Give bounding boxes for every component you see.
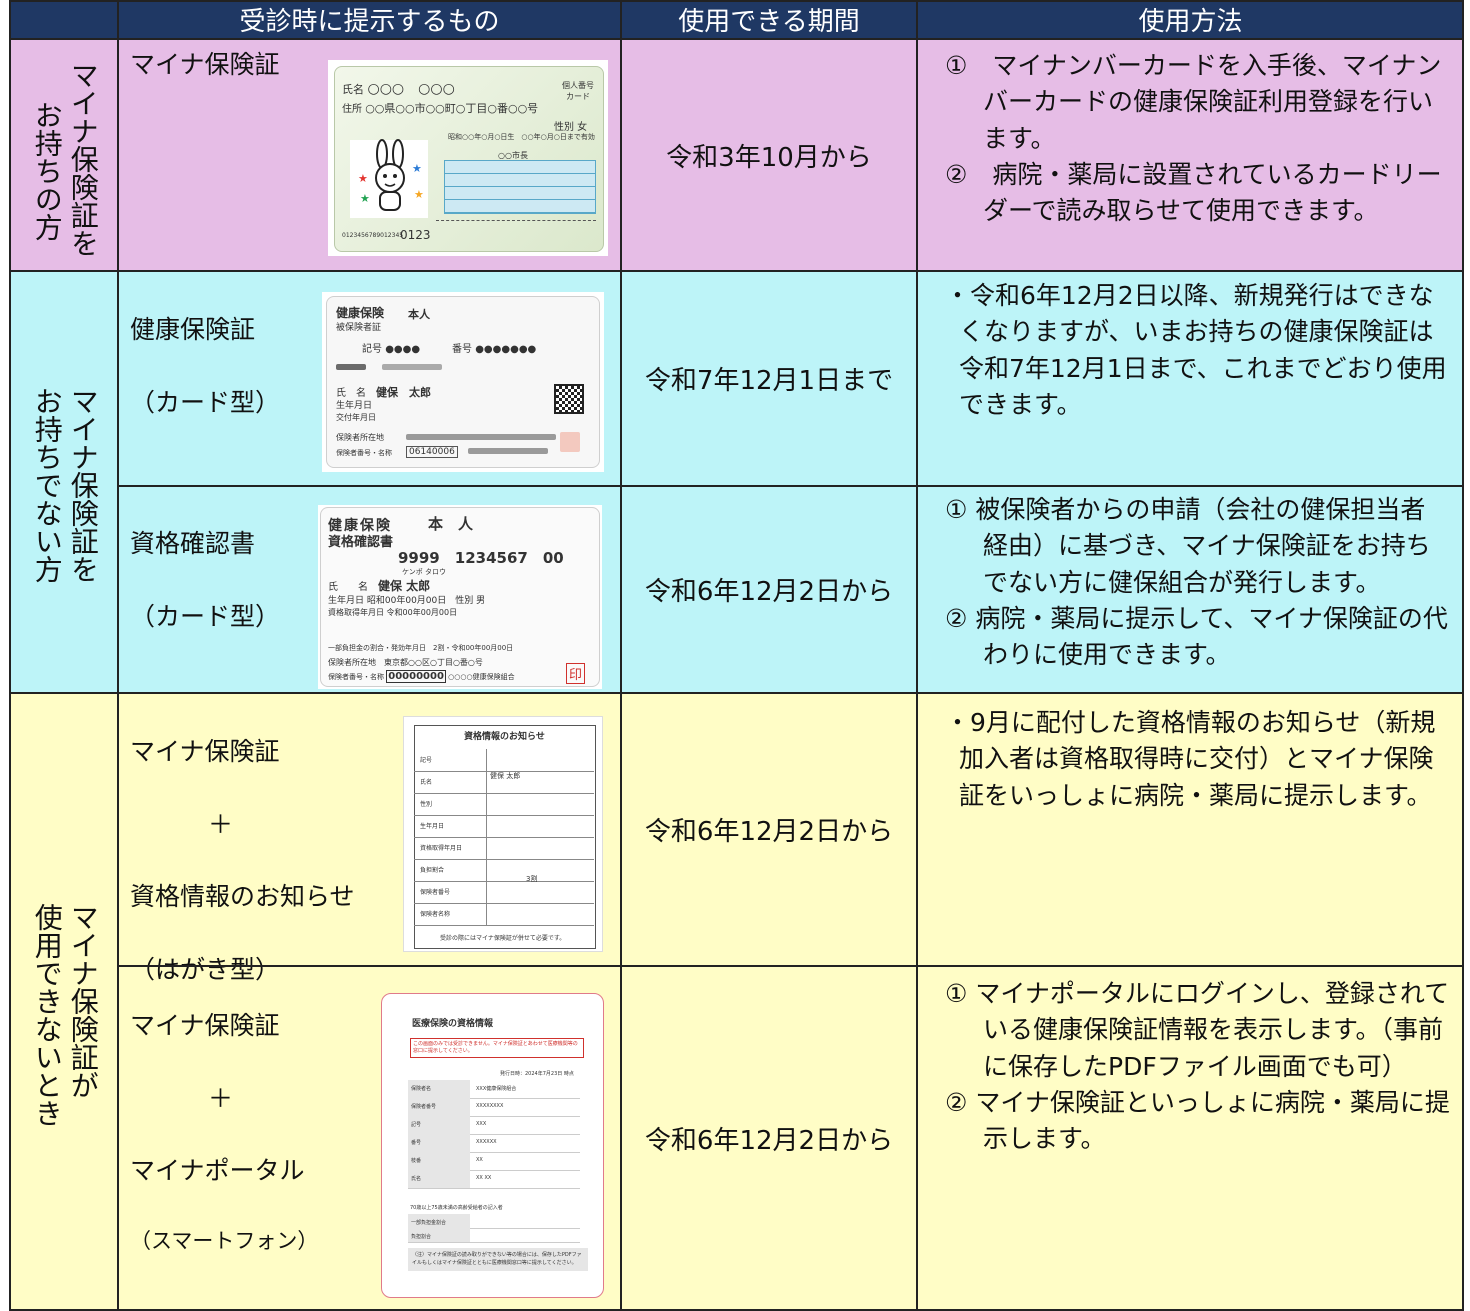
portal-field-row: 氏名 XX XX — [408, 1170, 580, 1189]
hagaki-notice-image: 資格情報のお知らせ 記号氏名性別生年月日資格取得年月日負担割合保険者番号保険者名… — [403, 716, 603, 952]
portal-field-value: XXX — [476, 1121, 487, 1127]
item-label-hagaki: マイナ保険証 ＋ 資格情報のお知らせ （はがき型） — [130, 737, 355, 984]
hagaki-field-label: 性別 — [420, 801, 433, 808]
group-label-no-myna: マイナ保険証を お持ちでない方 — [30, 387, 100, 583]
mascot-rabbit-icon: ★ ★ ★ ★ — [358, 139, 424, 211]
portal-field-label: 番号 — [408, 1134, 470, 1152]
period-r1: 令和3年10月から — [666, 142, 872, 173]
group-label-cannot-use: マイナ保険証が 使用できないとき — [30, 903, 100, 1127]
qr-code-icon — [554, 384, 584, 414]
svg-text:★: ★ — [414, 188, 424, 201]
mynumber-card-image: 氏名 ○○○ ○○○ 住所 ○○県○○市○○町○丁目○番○○号 個人番号カード … — [328, 60, 608, 256]
hagaki-field-label: 負担割合 — [420, 867, 445, 874]
header-col-period: 使用できる期間 — [621, 0, 917, 39]
portal-field-value: XXX健康保険組合 — [476, 1086, 517, 1092]
portal-field-label: 氏名 — [408, 1170, 470, 1188]
header-col-item: 受診時に提示するもの — [118, 0, 621, 39]
hagaki-field-row: 氏名 — [414, 771, 594, 794]
hagaki-field-label: 氏名 — [420, 779, 433, 786]
portal-field-row: 保険者番号 XXXXXXXX — [408, 1098, 580, 1117]
portal-field-label: 枝番 — [408, 1152, 470, 1170]
hagaki-field-row: 性別 — [414, 793, 594, 816]
mynaportal-screen-image: 医療保険の資格情報 この画面のみでは受診できません。マイナ保険証とあわせて医療機… — [381, 993, 604, 1298]
hagaki-field-row: 負担割合 — [414, 859, 594, 882]
stamp-mark: 印 — [566, 663, 586, 684]
portal-field-label: 保険者番号 — [408, 1098, 470, 1116]
portal-field-label: 記号 — [408, 1116, 470, 1134]
hagaki-field-row: 保険者番号 — [414, 881, 594, 904]
hagaki-field-label: 生年月日 — [420, 823, 445, 830]
item-label-kenpo: 健康保険証 （カード型） — [130, 315, 281, 417]
hagaki-field-row: 資格取得年月日 — [414, 837, 594, 860]
method-r3: ① 被保険者からの申請（会社の健保担当者経由）に基づき、マイナ保険証をお持ちでな… — [945, 495, 1448, 669]
method-r1: ① マイナンバーカードを入手後、マイナンバーカードの健康保険証利用登録を行います… — [945, 51, 1442, 225]
portal-field-value: XXXXXX — [476, 1139, 497, 1145]
item-label-shikaku: 資格確認書 （カード型） — [130, 529, 281, 631]
hagaki-field-row: 記号 — [414, 749, 594, 772]
portal-field-label: 一部負担金割合 — [408, 1214, 470, 1228]
kenpo-card-image: 健康保険 被保険者証 本人 記号 ●●●● 番号 ●●●●●●● 氏 名 健保 … — [322, 292, 604, 472]
method-r4: ・9月に配付した資格情報のお知らせ（新規加入者は資格取得時に交付）とマイナ保険証… — [945, 708, 1436, 810]
group-label-has-myna: マイナ保険証を お持ちの方 — [30, 61, 100, 257]
hagaki-field-row: 生年月日 — [414, 815, 594, 838]
hagaki-field-label: 保険者番号 — [420, 889, 451, 896]
shikaku-card-image: 健康保険 資格確認書 本 人 9999 1234567 00 ケンポ タロウ 氏… — [318, 505, 602, 689]
period-r5: 令和6年12月2日から — [644, 1126, 894, 1156]
portal-field-row: 記号 XXX — [408, 1116, 580, 1135]
portal-field-row: 番号 XXXXXX — [408, 1134, 580, 1153]
hagaki-field-label: 保険者名称 — [420, 911, 451, 918]
method-r2: ・令和6年12月2日以降、新規発行はできなくなりますが、いまお持ちの健康保険証は… — [945, 281, 1447, 419]
header-corner — [9, 0, 118, 39]
hagaki-field-label: 記号 — [420, 757, 433, 764]
item-label-mynahokensho: マイナ保険証 — [130, 50, 280, 79]
header-col-method: 使用方法 — [917, 0, 1464, 39]
portal-field-row: 枝番 XX — [408, 1152, 580, 1171]
row-bg-no-myna — [9, 271, 1464, 693]
portal-field-label: 負担割合 — [408, 1228, 470, 1242]
method-r5: ① マイナポータルにログインし、登録されている健康保険証情報を表示します。（事前… — [945, 979, 1450, 1153]
portal-field-value: XX XX — [476, 1175, 492, 1181]
portal-field-row: 負担割合 — [408, 1228, 580, 1243]
period-r2: 令和7年12月1日まで — [644, 366, 894, 396]
item-label-portal: マイナ保険証 ＋ マイナポータル （スマートフォン） — [130, 1011, 319, 1253]
period-r3: 令和6年12月2日から — [644, 577, 894, 607]
portal-field-label: 保険者名 — [408, 1080, 470, 1098]
hagaki-field-row: 保険者名称 — [414, 903, 594, 926]
svg-text:★: ★ — [358, 172, 368, 185]
row-bg-cannot-use — [9, 693, 1464, 1311]
period-r4: 令和6年12月2日から — [644, 817, 894, 847]
hagaki-field-label: 資格取得年月日 — [420, 845, 463, 852]
portal-field-row: 一部負担金割合 — [408, 1214, 580, 1229]
portal-field-value: XXXXXXXX — [476, 1103, 504, 1109]
row-bg-mynahokensho — [9, 39, 1464, 271]
svg-text:★: ★ — [412, 162, 422, 175]
svg-text:★: ★ — [360, 192, 370, 205]
portal-field-value: XX — [476, 1157, 483, 1163]
portal-field-row: 保険者名 XXX健康保険組合 — [408, 1080, 580, 1099]
